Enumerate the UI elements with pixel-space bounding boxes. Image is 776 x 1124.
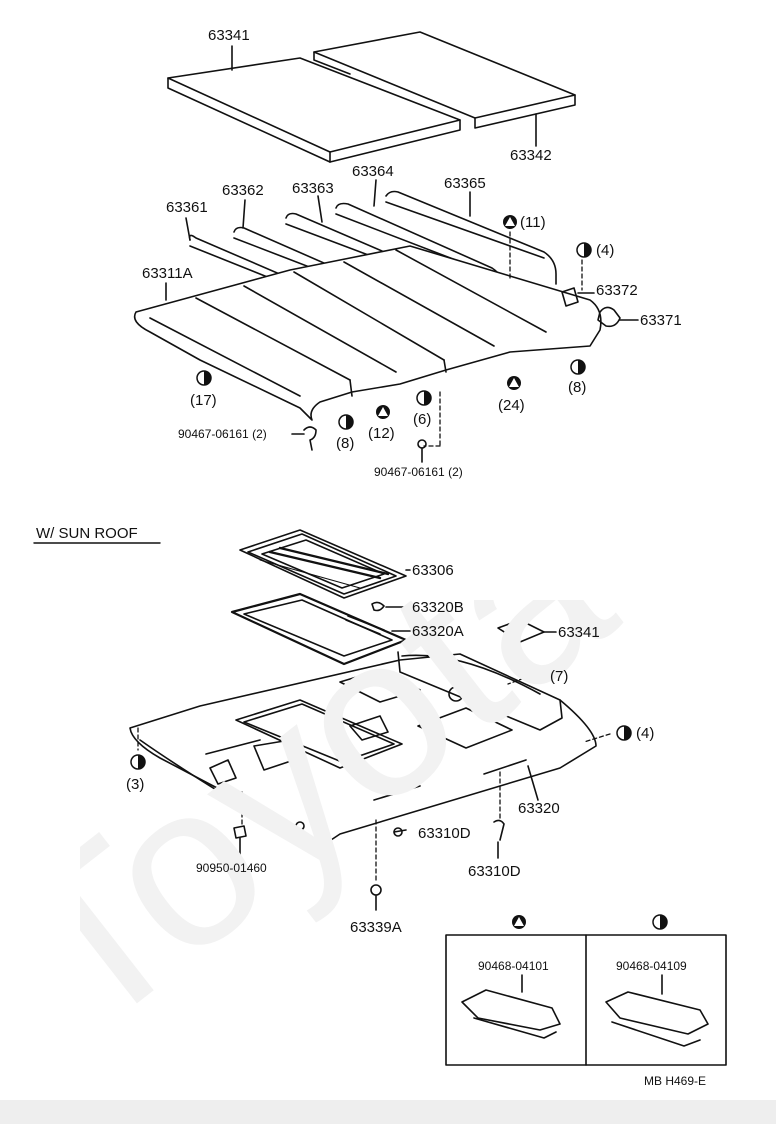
legend-half-part: 90468-04109 <box>616 959 687 973</box>
label-63310D-a: 63310D <box>418 825 471 842</box>
label-63342: 63342 <box>510 147 552 164</box>
label-90467-bottom: 90467-06161 (2) <box>374 466 463 478</box>
label-63320: 63320 <box>518 800 560 817</box>
count-8-mid: (8) <box>336 435 355 452</box>
triangle-symbol-icon <box>376 405 390 419</box>
triangle-symbol-icon <box>503 215 517 229</box>
pad-63341-small <box>497 619 545 643</box>
triangle-symbol-icon <box>531 669 545 683</box>
part-number: 90467-06161 <box>178 427 249 441</box>
triangle-symbol-icon <box>512 915 526 929</box>
count-4-top: (4) <box>596 242 615 259</box>
clip-90950 <box>233 825 247 839</box>
count-6: (6) <box>413 411 432 428</box>
legend-triangle-part: 90468-04101 <box>478 959 549 973</box>
half-circle-symbol-icon <box>616 725 632 741</box>
label-63320A: 63320A <box>412 623 464 640</box>
symbols <box>130 215 668 930</box>
label-63364: 63364 <box>352 163 394 180</box>
label-90950: 90950-01460 <box>196 861 267 875</box>
screw-63310D-a <box>393 829 407 833</box>
label-63362: 63362 <box>222 182 264 199</box>
pad-63341 <box>167 57 461 163</box>
clip-63320B <box>371 601 385 612</box>
count-17: (17) <box>190 392 217 409</box>
legend-box <box>445 934 727 1066</box>
label-63341: 63341 <box>208 27 250 44</box>
count-12: (12) <box>368 425 395 442</box>
count-4-sunroof: (4) <box>636 725 655 742</box>
quantity: (2) <box>448 465 463 479</box>
label-63363: 63363 <box>292 180 334 197</box>
screw-63310D-b <box>493 819 505 841</box>
label-63311A: 63311A <box>142 265 193 282</box>
half-circle-symbol-icon <box>570 359 586 375</box>
label-90467-left: 90467-06161 (2) <box>178 428 267 440</box>
drawing-code: MB H469-E <box>644 1074 707 1088</box>
label-63320B: 63320B <box>412 599 464 616</box>
bow-63365 <box>385 190 557 285</box>
sunshade-63306 <box>239 529 407 599</box>
quantity: (2) <box>252 427 267 441</box>
clip-63372 <box>561 287 579 307</box>
screw-bottom <box>417 439 427 449</box>
count-3: (3) <box>126 776 145 793</box>
screw-left <box>303 426 317 451</box>
half-circle-symbol-icon <box>416 390 432 406</box>
label-63371: 63371 <box>640 312 682 329</box>
half-circle-symbol-icon <box>652 914 668 930</box>
clip-63339A <box>370 884 382 896</box>
count-8-right: (8) <box>568 379 587 396</box>
half-circle-symbol-icon <box>576 242 592 258</box>
label-63365: 63365 <box>444 175 486 192</box>
count-24: (24) <box>498 397 525 414</box>
headlining-63311A <box>133 245 602 421</box>
section-title-sunroof: W/ SUN ROOF <box>36 525 138 542</box>
count-7: (7) <box>550 668 569 685</box>
pad-63342 <box>313 31 576 129</box>
part-number: 90467-06161 <box>374 465 445 479</box>
half-circle-symbol-icon <box>338 414 354 430</box>
label-63306: 63306 <box>412 562 454 579</box>
count-11: (11) <box>520 214 546 231</box>
half-circle-symbol-icon <box>196 370 212 386</box>
parts-diagram <box>33 31 727 1066</box>
label-63339A: 63339A <box>350 919 402 936</box>
bottom-band <box>0 1100 776 1124</box>
triangle-symbol-icon <box>507 376 521 390</box>
label-63341-small: 63341 <box>558 624 600 641</box>
headlining-63320 <box>129 651 597 851</box>
label-63310D-b: 63310D <box>468 863 521 880</box>
frame-63320A <box>230 592 408 666</box>
clip-63371 <box>597 306 621 328</box>
half-circle-symbol-icon <box>130 754 146 770</box>
label-63372: 63372 <box>596 282 638 299</box>
label-63361: 63361 <box>166 199 208 216</box>
